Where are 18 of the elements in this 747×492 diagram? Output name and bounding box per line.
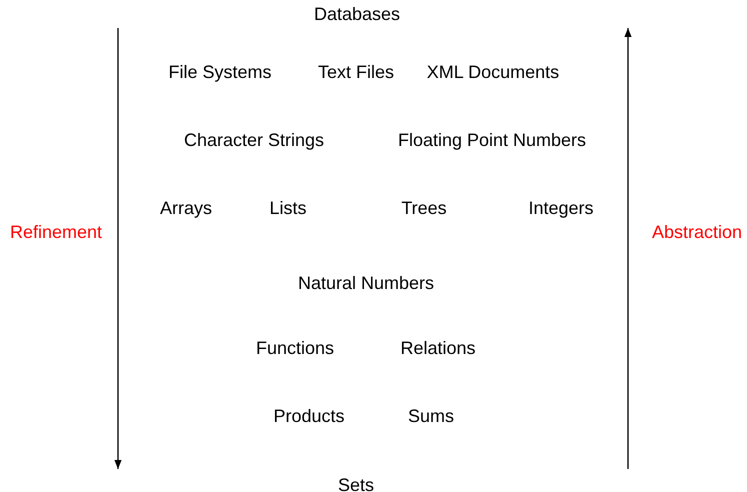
level-label: Databases <box>314 5 400 25</box>
level-label: Lists <box>270 199 306 219</box>
level-label: Text Files <box>318 63 394 83</box>
level-label: Character Strings <box>184 131 324 151</box>
level-label: Functions <box>256 339 334 359</box>
level-label: Products <box>273 407 345 427</box>
level-label: Arrays <box>160 199 212 219</box>
level-label: XML Documents <box>426 63 560 83</box>
level-label: Trees <box>401 199 447 219</box>
axis-label: Refinement <box>10 223 102 243</box>
level-label: Relations <box>400 339 476 359</box>
level-label: Integers <box>528 199 594 219</box>
level-label: Sums <box>408 407 454 427</box>
axis-label: Abstraction <box>652 223 742 243</box>
level-label: Natural Numbers <box>298 274 434 294</box>
level-label: Sets <box>338 476 374 492</box>
level-label: File Systems <box>168 63 272 83</box>
level-label: Floating Point Numbers <box>398 131 586 151</box>
